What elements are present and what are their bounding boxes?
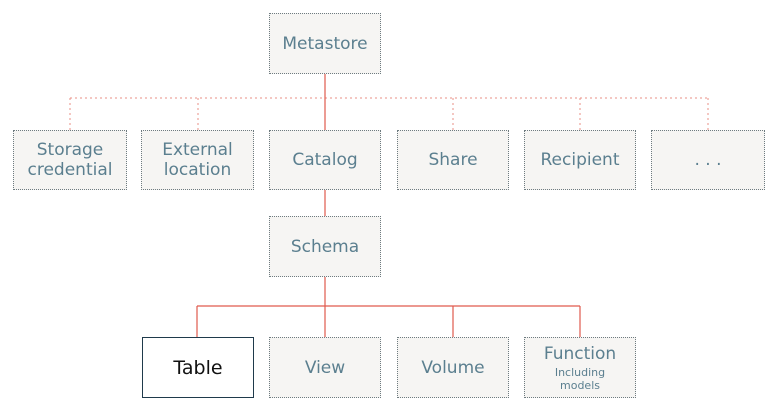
node-label-line1: External [162,140,233,160]
node-label-line1: Catalog [292,150,358,170]
node-function: Function Including models [524,337,636,398]
node-catalog: Catalog [269,130,381,190]
node-metastore: Metastore [269,13,381,74]
node-volume: Volume [397,337,509,398]
node-label-line1: Storage [36,140,104,160]
node-label: Function [543,343,617,364]
node-label: View [304,357,346,378]
node-label-line1: Share [428,150,478,170]
node-storage-credential: Storage credential [13,130,127,190]
node-share: Share [397,130,509,190]
node-label-line2: credential [27,160,113,180]
node-more: . . . [651,130,765,190]
node-external-location: External location [141,130,254,190]
node-sublabel-line2: models [560,378,600,392]
node-label-line1: Recipient [540,150,620,170]
node-label: Table [173,356,223,379]
node-label-line1: . . . [694,150,722,170]
node-table: Table [142,337,254,398]
node-sublabel-line1: Including [554,365,606,379]
node-schema: Schema [269,216,381,277]
node-recipient: Recipient [524,130,636,190]
node-view: View [269,337,381,398]
node-label: Volume [421,357,485,378]
node-label: Schema [290,236,360,257]
node-label-line2: location [163,160,232,180]
node-label: Metastore [282,33,368,54]
